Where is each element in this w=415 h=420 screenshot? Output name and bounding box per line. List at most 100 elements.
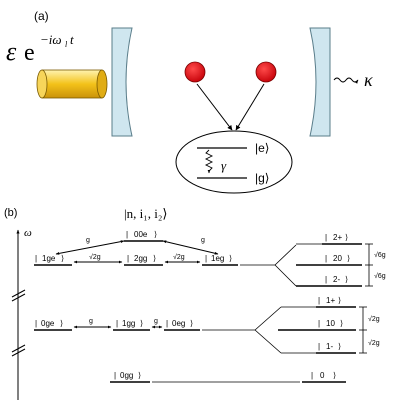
level-0gg: | 0gg ⟩ <box>110 371 150 383</box>
svg-text:|: | <box>114 371 116 380</box>
lower-splitting-fan <box>202 306 316 354</box>
svg-text:⟩: ⟩ <box>61 254 64 263</box>
svg-text:⟩: ⟩ <box>60 319 63 328</box>
atom-decay-arrow <box>204 149 214 174</box>
level-1ge: | 1ge ⟩ <box>34 254 72 266</box>
svg-text:⟩: ⟩ <box>190 319 193 328</box>
drive-beam-icon <box>36 69 108 99</box>
axis-break-lower <box>11 344 26 357</box>
svg-text:|: | <box>35 319 37 328</box>
dressed-level-10: | 10 ⟩ <box>278 319 356 331</box>
upper-splitting-fan <box>240 244 297 287</box>
dressed-level-2-minus: | 2- ⟩ <box>296 275 362 287</box>
right-mirror-icon <box>309 27 331 137</box>
svg-text:1ge: 1ge <box>42 254 56 263</box>
level-0eg: | 0eg ⟩ <box>164 319 200 331</box>
coupling-label-lower-left: g <box>89 318 93 325</box>
basis-label: |n, i₁, i₂⟩ <box>124 206 167 221</box>
svg-text:1gg: 1gg <box>122 319 135 328</box>
energy-axis-symbol: ω <box>24 227 32 239</box>
cavity-decay-label: κ <box>364 70 373 90</box>
coupling-00e-1ge <box>55 240 125 255</box>
level-1gg: | 1gg ⟩ <box>113 319 150 331</box>
svg-text:00e: 00e <box>134 230 148 239</box>
drive-field-label: ε e −iω l t <box>6 32 74 66</box>
drive-exponent-sub: l <box>65 40 68 49</box>
svg-text:|: | <box>311 371 313 380</box>
atom-decay-label: γ <box>221 158 227 173</box>
coupling-label-right: g <box>201 237 205 244</box>
svg-text:10: 10 <box>326 319 335 328</box>
svg-text:1+: 1+ <box>326 296 335 305</box>
svg-text:⟩: ⟩ <box>154 230 157 239</box>
svg-text:1-: 1- <box>326 342 333 351</box>
svg-text:|: | <box>325 233 327 242</box>
svg-text:|: | <box>318 342 320 351</box>
svg-text:2+: 2+ <box>333 233 342 242</box>
svg-text:⟩: ⟩ <box>229 254 232 263</box>
excited-state-label: |e⟩ <box>255 141 269 155</box>
svg-text:⟩: ⟩ <box>347 254 350 263</box>
svg-text:⟩: ⟩ <box>340 319 343 328</box>
svg-text:2-: 2- <box>333 275 340 284</box>
svg-text:20: 20 <box>333 254 342 263</box>
dressed-level-1-plus: | 1+ ⟩ <box>316 296 356 308</box>
panel-b-label: (b) <box>4 207 17 219</box>
coupling-00e-1eg <box>162 240 219 255</box>
svg-text:|: | <box>166 319 168 328</box>
drive-time: t <box>70 32 74 47</box>
svg-text:|: | <box>325 254 327 263</box>
drive-exponent: −iω <box>40 32 62 47</box>
svg-text:⟩: ⟩ <box>333 371 336 380</box>
svg-text:√2g: √2g <box>368 315 380 323</box>
svg-text:⟩: ⟩ <box>140 319 143 328</box>
level-00e: | 00e ⟩ <box>124 230 163 242</box>
svg-text:0ge: 0ge <box>41 319 55 328</box>
svg-text:|: | <box>318 296 320 305</box>
svg-text:|: | <box>116 319 118 328</box>
atom-2-icon <box>255 61 277 83</box>
upper-splitting-brackets: √6g √6g <box>365 243 386 287</box>
atom-2-arrow <box>235 83 265 131</box>
panel-a-label: (a) <box>34 9 49 23</box>
svg-text:0eg: 0eg <box>172 319 185 328</box>
axis-break-upper <box>11 289 26 302</box>
svg-text:⟩: ⟩ <box>345 233 348 242</box>
level-2gg: | 2gg ⟩ <box>124 254 163 266</box>
svg-text:|: | <box>35 254 37 263</box>
panel-a: (a) ε e −iω l t κ γ <box>6 9 373 194</box>
two-level-atom-inset <box>175 130 293 194</box>
svg-text:⟩: ⟩ <box>338 342 341 351</box>
svg-text:0gg: 0gg <box>120 371 133 380</box>
coupling-label-sqrt2-right: √2g <box>173 253 185 261</box>
lower-splitting-brackets: √2g √2g <box>359 306 380 354</box>
coupling-label-lower-right: g <box>154 318 158 325</box>
level-1eg: | 1eg ⟩ <box>202 254 238 266</box>
exp-e: e <box>24 40 35 66</box>
panel-b: (b) ω |n, i₁, i₂⟩ | 00e ⟩ | 1ge ⟩ | 2gg <box>4 206 386 400</box>
dressed-level-2-plus: | 2+ ⟩ <box>322 233 362 245</box>
svg-text:|: | <box>318 319 320 328</box>
svg-text:1eg: 1eg <box>211 254 224 263</box>
dressed-level-1-minus: | 1- ⟩ <box>316 342 356 354</box>
dressed-level-0: | 0 ⟩ <box>302 371 346 383</box>
atom-1-icon <box>184 61 206 83</box>
ground-state-label: |g⟩ <box>255 171 269 185</box>
coupling-label-sqrt2-left: √2g <box>89 253 101 261</box>
level-0ge: | 0ge ⟩ <box>34 319 72 331</box>
drive-amplitude: ε <box>6 37 17 66</box>
svg-text:√6g: √6g <box>374 272 386 280</box>
svg-text:2gg: 2gg <box>134 254 147 263</box>
cavity-decay-arrow <box>333 77 359 84</box>
svg-text:0: 0 <box>320 371 325 380</box>
svg-text:⟩: ⟩ <box>345 275 348 284</box>
svg-text:|: | <box>325 275 327 284</box>
svg-text:√2g: √2g <box>368 339 380 347</box>
coupling-label-left: g <box>86 237 90 244</box>
svg-text:⟩: ⟩ <box>338 296 341 305</box>
svg-text:⟩: ⟩ <box>138 371 141 380</box>
svg-text:√6g: √6g <box>374 251 386 259</box>
atom-1-arrow <box>196 83 233 131</box>
left-mirror-icon <box>111 27 133 137</box>
